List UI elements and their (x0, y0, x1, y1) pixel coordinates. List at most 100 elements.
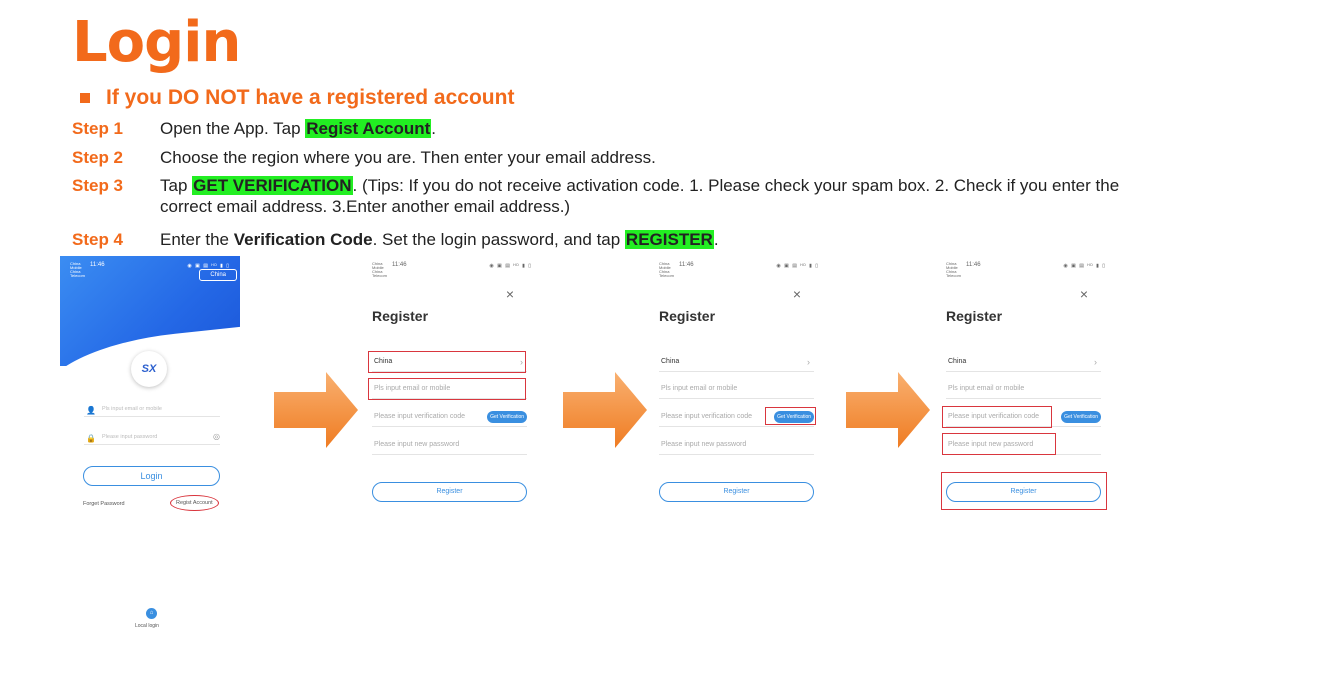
annotation-box-region (368, 351, 526, 373)
user-icon: 👤 (86, 406, 96, 415)
arrow-right-icon (563, 372, 647, 448)
step-text-post: . (Tips: If you do not receive activatio… (352, 176, 1120, 195)
email-field[interactable]: Pls input email or mobile (946, 379, 1101, 399)
region-field[interactable]: China › (946, 352, 1101, 372)
step-text: Open the App. Tap Regist Account. (160, 118, 436, 139)
region-field[interactable]: China › (372, 352, 527, 372)
step-4: Step 4 Enter the Verification Code. Set … (72, 229, 719, 250)
local-login-icon[interactable]: ⌂ (146, 608, 157, 619)
login-button[interactable]: Login (83, 466, 220, 486)
step-text-mid: . Set the login password, and tap (372, 230, 625, 249)
step-3: Step 3 Tap GET VERIFICATION. (Tips: If y… (72, 175, 1119, 217)
status-bar: China Mobile China Telecom 11:46 ◉ ▣ ▤ ᴴ… (649, 262, 829, 278)
get-verification-button[interactable]: Get Verification (487, 411, 527, 423)
step-label: Step 4 (72, 230, 124, 249)
email-field[interactable]: Pls input email or mobile (659, 379, 814, 399)
status-icons: ◉ ▣ ▤ ᴴᴰ ▮ ▯ (489, 263, 532, 269)
carrier-text: China Mobile China Telecom (70, 261, 85, 278)
highlight-register: REGISTER (624, 230, 714, 249)
annotation-box-email (368, 378, 526, 400)
step-text-post: . (713, 230, 719, 249)
annotation-box-verification-code (942, 406, 1052, 428)
annotation-box-register (941, 472, 1107, 510)
lock-icon: 🔒 (86, 434, 96, 443)
get-verification-button[interactable]: Get Verification (1061, 411, 1101, 423)
forget-password-link[interactable]: Forget Password (83, 501, 125, 507)
page-title: Login (72, 10, 241, 75)
close-icon[interactable]: × (1079, 286, 1088, 302)
region-value: China (661, 358, 680, 365)
register-title: Register (946, 308, 1003, 324)
register-screen-3: China Mobile China Telecom 11:46 ◉ ▣ ▤ ᴴ… (936, 256, 1116, 676)
status-time: 11:46 (90, 262, 105, 268)
arrow-right-icon (846, 372, 930, 448)
register-title: Register (372, 308, 429, 324)
login-screen: China Mobile China Telecom 11:46 ◉ ▣ ▤ ᴴ… (60, 256, 240, 676)
new-password-field[interactable]: Please input new password (372, 435, 527, 455)
register-button[interactable]: Register (946, 482, 1101, 502)
subtitle-row: If you DO NOT have a registered account (80, 86, 514, 110)
password-field[interactable]: 🔒 Please input password ◎ (84, 429, 220, 445)
register-screen-2: China Mobile China Telecom 11:46 ◉ ▣ ▤ ᴴ… (649, 256, 829, 676)
arrow-right-icon (274, 372, 358, 448)
highlight-regist-account: Regist Account (305, 119, 432, 138)
status-icons: ◉ ▣ ▤ ᴴᴰ ▮ ▯ (1063, 263, 1106, 269)
status-icons: ◉ ▣ ▤ ᴴᴰ ▮ ▯ (187, 263, 230, 269)
subtitle: If you DO NOT have a registered account (106, 86, 515, 109)
code-placeholder: Please input verification code (948, 413, 1040, 420)
status-time: 11:46 (679, 262, 694, 268)
password-placeholder: Please input password (102, 434, 158, 440)
code-placeholder: Please input verification code (661, 413, 753, 420)
close-icon[interactable]: × (505, 286, 514, 302)
get-verification-button[interactable]: Get Verification (774, 411, 814, 423)
step-text-post: . (431, 119, 437, 138)
step-text-pre: Enter the (160, 230, 234, 249)
highlight-get-verification: GET VERIFICATION (192, 176, 353, 195)
verification-code-field[interactable]: Please input verification code Get Verifi… (372, 407, 527, 427)
step-2: Step 2 Choose the region where you are. … (72, 147, 656, 168)
chevron-right-icon: › (807, 357, 810, 367)
status-bar: China Mobile China Telecom 11:46 ◉ ▣ ▤ ᴴ… (936, 262, 1116, 278)
register-button[interactable]: Register (372, 482, 527, 502)
chevron-right-icon: › (520, 357, 523, 367)
status-time: 11:46 (966, 262, 981, 268)
chevron-right-icon: › (1094, 357, 1097, 367)
status-icons: ◉ ▣ ▤ ᴴᴰ ▮ ▯ (776, 263, 819, 269)
register-title: Register (659, 308, 716, 324)
step-1: Step 1 Open the App. Tap Regist Account. (72, 118, 436, 139)
region-selector-button[interactable]: China (199, 269, 237, 281)
annotation-box-get-verification (765, 407, 816, 425)
verification-code-field[interactable]: Please input verification code Get Verifi… (946, 407, 1101, 427)
app-logo: SX (131, 351, 167, 387)
email-field[interactable]: 👤 Pls input email or mobile (84, 401, 220, 417)
status-bar: China Mobile China Telecom 11:46 ◉ ▣ ▤ ᴴ… (362, 262, 542, 278)
carrier-text: China Mobile China Telecom (659, 261, 674, 278)
status-time: 11:46 (392, 262, 407, 268)
register-button[interactable]: Register (659, 482, 814, 502)
step-label: Step 1 (72, 119, 124, 138)
step-text-line2: correct email address. 3.Enter another e… (160, 197, 571, 216)
register-screen-1: China Mobile China Telecom 11:46 ◉ ▣ ▤ ᴴ… (362, 256, 542, 676)
carrier-text: China Mobile China Telecom (372, 261, 387, 278)
annotation-box-password (942, 433, 1056, 455)
step-text: Choose the region where you are. Then en… (160, 148, 656, 167)
local-login-label[interactable]: Local login (135, 623, 159, 629)
close-icon[interactable]: × (792, 286, 801, 302)
regist-account-link[interactable]: Regist Account (170, 495, 219, 511)
bold-verification-code: Verification Code (233, 230, 373, 249)
code-placeholder: Please input verification code (374, 413, 466, 420)
bullet-square-icon (80, 93, 90, 103)
email-field[interactable]: Pls input email or mobile (372, 379, 527, 399)
step-text-pre: Open the App. Tap (160, 119, 306, 138)
carrier-text: China Mobile China Telecom (946, 261, 961, 278)
new-password-field[interactable]: Please input new password (659, 435, 814, 455)
eye-icon[interactable]: ◎ (213, 432, 220, 441)
verification-code-field[interactable]: Please input verification code Get Verifi… (659, 407, 814, 427)
region-field[interactable]: China › (659, 352, 814, 372)
region-value: China (948, 358, 967, 365)
step-text-pre: Tap (160, 176, 193, 195)
status-bar: China Mobile China Telecom 11:46 ◉ ▣ ▤ ᴴ… (60, 262, 240, 278)
step-label: Step 3 (72, 176, 124, 195)
region-value: China (374, 358, 393, 365)
step-text: Tap GET VERIFICATION. (Tips: If you do n… (160, 175, 1119, 217)
